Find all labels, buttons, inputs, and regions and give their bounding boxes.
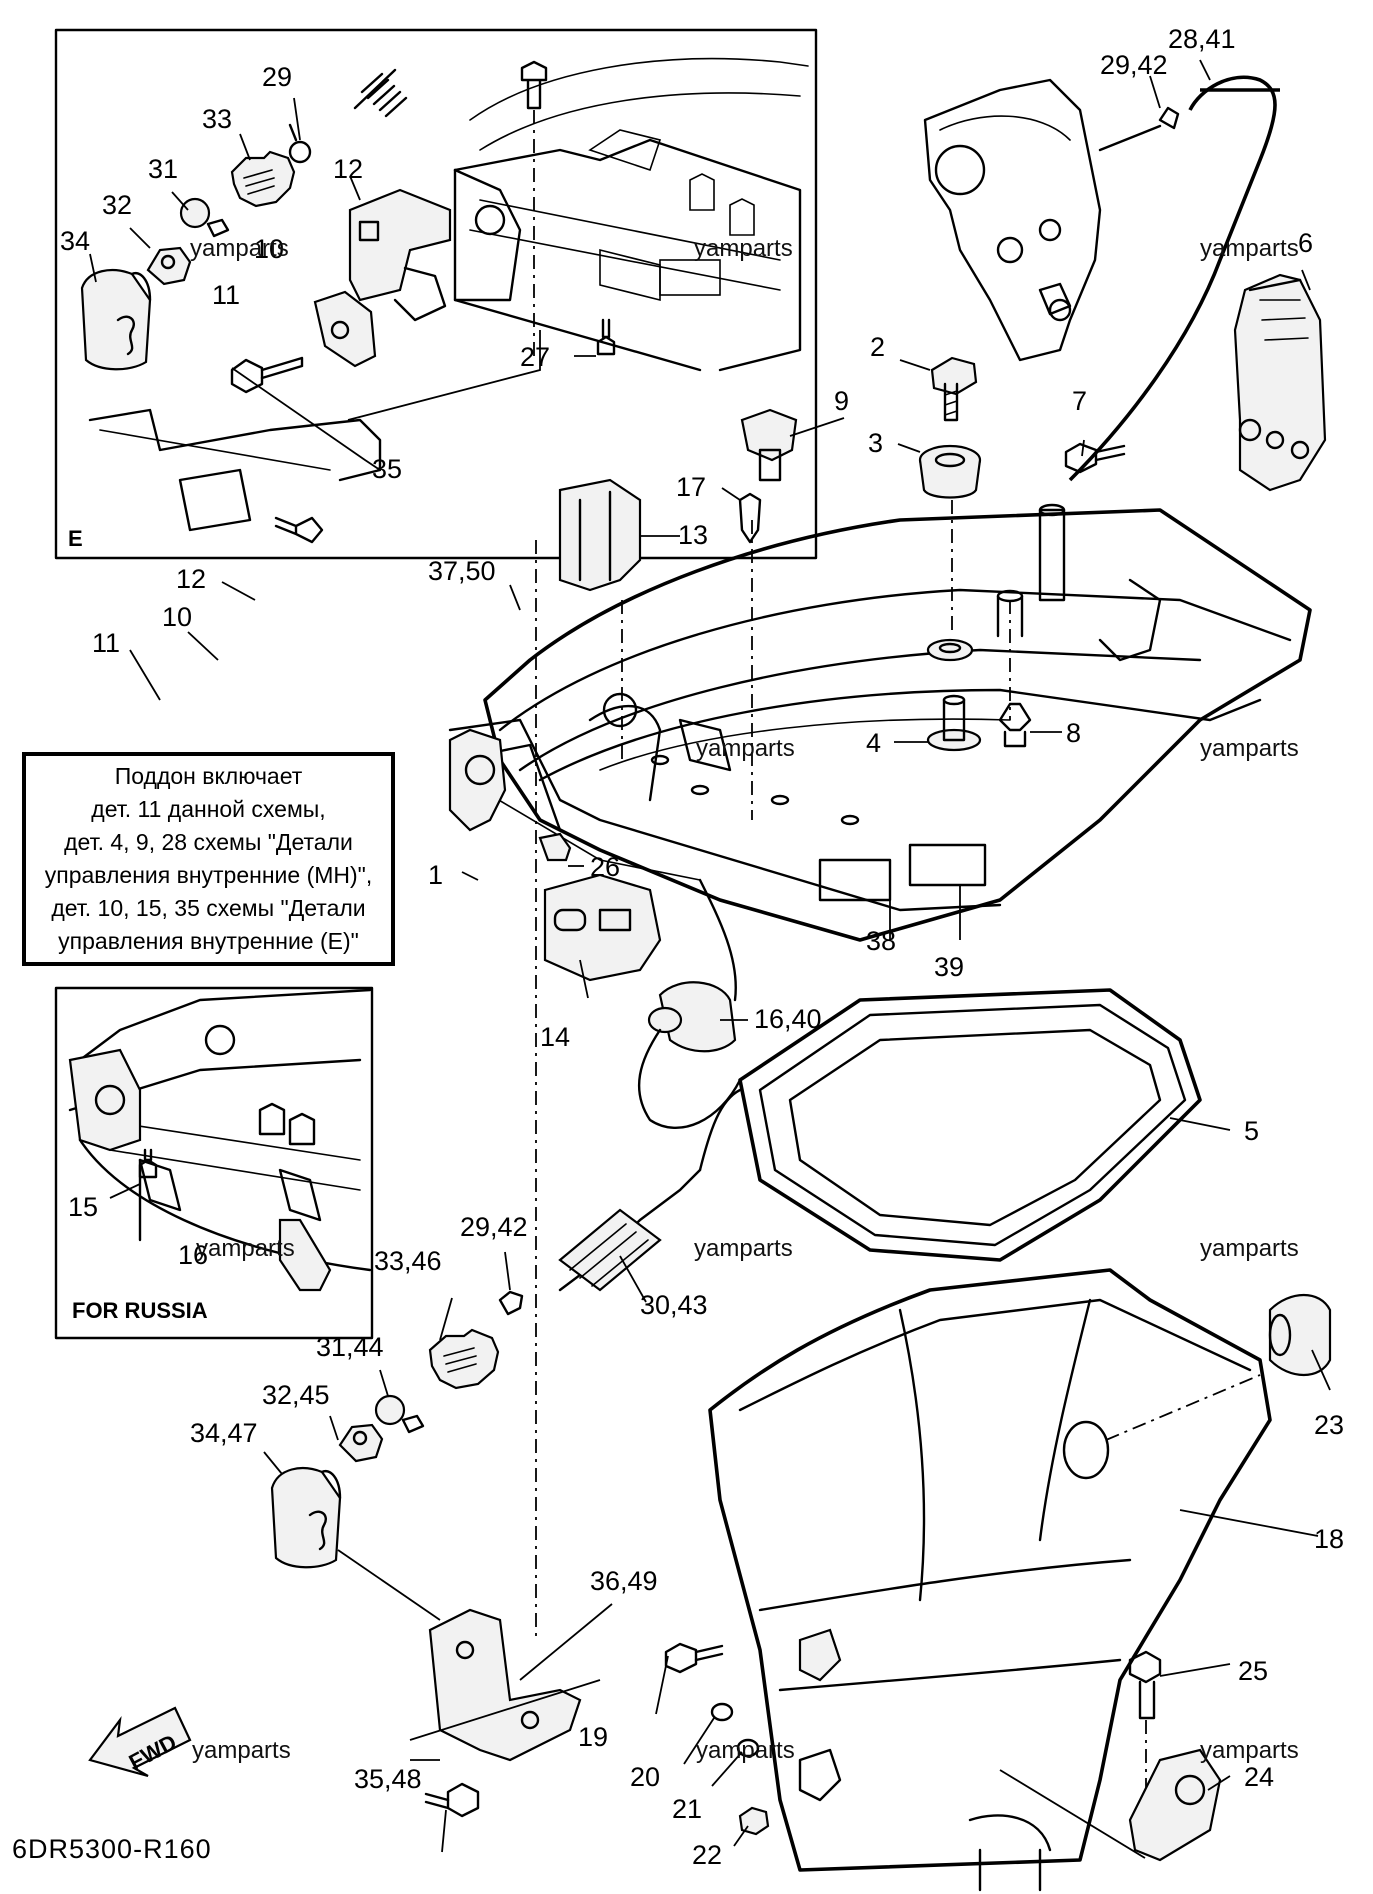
- part-label: 11: [212, 280, 240, 310]
- part-label: 3: [868, 428, 883, 458]
- part-label: 29,42: [460, 1212, 528, 1242]
- part-label: 34,47: [190, 1418, 258, 1448]
- inset-russia-frame: [54, 986, 374, 1340]
- part-label: 7: [1072, 386, 1087, 416]
- part-label: 19: [578, 1722, 608, 1752]
- part-label: 29,42: [1100, 50, 1168, 80]
- watermark: yamparts: [694, 1235, 793, 1262]
- part-label: 4: [866, 728, 881, 758]
- part-label: 28,41: [1168, 24, 1236, 54]
- part-label: 1: [428, 860, 443, 890]
- note-line: дет. 4, 9, 28 схемы "Детали: [64, 829, 353, 855]
- part-label: 27: [520, 342, 550, 372]
- part-label: 12: [333, 154, 363, 184]
- watermark: yamparts: [1200, 1235, 1299, 1262]
- part-label: 9: [834, 386, 849, 416]
- watermark: yamparts: [196, 1235, 295, 1262]
- part-label: 25: [1238, 1656, 1268, 1686]
- part-label: 21: [672, 1794, 702, 1824]
- part-label: 15: [68, 1192, 98, 1222]
- part-label: 36,49: [590, 1566, 658, 1596]
- inset-e-frame: [54, 28, 818, 560]
- part-label: 8: [1066, 718, 1081, 748]
- fwd-arrow-icon: [88, 1706, 192, 1778]
- inset-e-label: E: [68, 526, 83, 551]
- part-label: 38: [866, 926, 896, 956]
- note-line: управления внутренние (МН)",: [44, 862, 373, 888]
- watermark: yamparts: [694, 235, 793, 262]
- inset-russia-label: FOR RUSSIA: [72, 1298, 208, 1323]
- part-label: 35: [372, 454, 402, 484]
- part-label: 29: [262, 62, 292, 92]
- part-label: 32: [102, 190, 132, 220]
- watermark: yamparts: [190, 235, 289, 262]
- note-line: Поддон включает: [114, 763, 303, 789]
- part-label: 34: [60, 226, 90, 256]
- part-label: 35,48: [354, 1764, 422, 1794]
- part-label: 5: [1244, 1116, 1259, 1146]
- part-label: 10: [254, 234, 284, 264]
- part-label: 16,40: [754, 1004, 822, 1034]
- watermark: yamparts: [192, 1737, 291, 1764]
- part-label: 39: [934, 952, 964, 982]
- part-label: 13: [678, 520, 708, 550]
- part-label: 16: [178, 1240, 208, 1270]
- watermark: yamparts: [1200, 235, 1299, 262]
- part-label: 33: [202, 104, 232, 134]
- watermark: yamparts: [696, 1737, 795, 1764]
- watermark: yamparts: [1200, 1737, 1299, 1764]
- part-labels: 28,41 29,42 29 33 12 31 32 10 34 11 27 3…: [60, 24, 1344, 1870]
- part-label: 31: [148, 154, 178, 184]
- part-label: 32,45: [262, 1380, 330, 1410]
- part-label: 26: [590, 852, 620, 882]
- part-label: 30,43: [640, 1290, 708, 1320]
- diagram-code: 6DR5300-R160: [12, 1834, 212, 1864]
- part-label: 33,46: [374, 1246, 442, 1276]
- note-box: Поддон включает дет. 11 данной схемы, де…: [22, 752, 395, 966]
- part-label: 2: [870, 332, 885, 362]
- note-line: дет. 10, 15, 35 схемы "Детали: [51, 895, 366, 921]
- part-label: 6: [1298, 228, 1313, 258]
- part-label: 18: [1314, 1524, 1344, 1554]
- note-line: управления внутренние (Е)": [58, 928, 359, 954]
- part-label: 14: [540, 1022, 570, 1052]
- part-label: 20: [630, 1762, 660, 1792]
- part-label: 24: [1244, 1762, 1274, 1792]
- part-label: 22: [692, 1840, 722, 1870]
- part-label: 37,50: [428, 556, 496, 586]
- watermark: yamparts: [1200, 735, 1299, 762]
- part-label: 12: [176, 564, 206, 594]
- part-label: 31,44: [316, 1332, 384, 1362]
- part-label: 17: [676, 472, 706, 502]
- part-label: 23: [1314, 1410, 1344, 1440]
- part-label: 11: [92, 628, 120, 658]
- note-line: дет. 11 данной схемы,: [91, 796, 326, 822]
- part-label: 10: [162, 602, 192, 632]
- watermarks: yamparts yamparts yamparts yamparts yamp…: [190, 235, 1299, 1764]
- watermark: yamparts: [696, 735, 795, 762]
